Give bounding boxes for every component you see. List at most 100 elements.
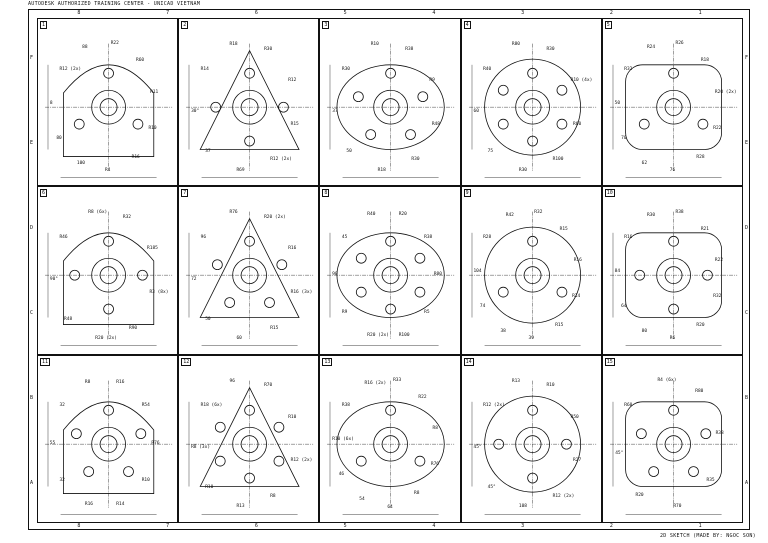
dimension-label: R20 (2x) <box>714 89 737 95</box>
dimension-label: 45 <box>341 234 348 240</box>
sketch-15 <box>609 380 737 515</box>
dimension-label: R3 (8x) <box>149 290 169 296</box>
dimension-label: R32 <box>713 293 722 299</box>
dimension-label: R70 <box>673 504 682 509</box>
dimension-label: 62 <box>641 160 648 166</box>
dimension-label: 72 <box>191 276 197 282</box>
dimension-label: R22 <box>110 41 119 47</box>
sketch-1 <box>45 43 173 178</box>
sketch-3 <box>327 43 455 178</box>
dimension-label: R10 <box>370 42 379 48</box>
dimension-label: R15 <box>290 121 299 127</box>
dimension-label: R76 <box>430 462 439 468</box>
dimension-label: R12 (2x) <box>270 157 292 163</box>
drawing-number: 2 <box>181 21 189 29</box>
zone-number-7: 7 <box>166 523 170 529</box>
dimension-label: R13 <box>511 378 521 384</box>
dimension-label: R11 <box>150 89 159 95</box>
zone-letter-F: F <box>745 55 749 62</box>
sketch-9 <box>468 211 596 346</box>
dimension-label: R26 <box>675 41 684 47</box>
dimension-label: R54 <box>141 403 150 409</box>
dimension-label: R48 <box>431 121 440 127</box>
dimension-label: R80 <box>695 389 704 395</box>
dimension-label: R24 <box>646 44 656 50</box>
zone-number-2: 2 <box>609 10 613 16</box>
dimension-label: 96 <box>229 378 235 384</box>
dimension-label: R80 <box>511 42 521 48</box>
dimension-label: R8 <box>270 493 276 499</box>
dimension-label: 54 <box>359 497 365 503</box>
dimension-label: R48 <box>64 316 73 322</box>
dimension-label: R100 <box>552 157 564 163</box>
dimension-label: 90° <box>49 276 59 282</box>
dimension-label: 80 <box>641 329 648 335</box>
dimension-label: R14 <box>200 66 209 72</box>
dimension-label: R16 <box>288 246 297 252</box>
sheet-header: AUTODESK AUTHORIZED TRAINING CENTER - UN… <box>28 1 201 7</box>
dimension-label: R32 <box>624 66 633 72</box>
dimension-label: R18 <box>700 58 709 64</box>
sketch-5 <box>609 43 737 178</box>
dimension-label: R12 (2x) <box>290 458 313 464</box>
dimension-label: 46 <box>338 472 345 478</box>
dimension-label: R8 <box>84 379 91 385</box>
dimension-label: R20 <box>696 323 705 329</box>
dimension-label: R35 <box>706 478 715 484</box>
dimension-label: R28 <box>696 154 705 160</box>
dimension-label: R38 <box>341 403 350 409</box>
dimension-label: R10 <box>288 414 297 420</box>
dimension-label: R18 <box>377 167 386 173</box>
dimension-label: R30 <box>411 157 420 163</box>
dimension-label: R76 <box>229 210 238 216</box>
dimension-label: R14 <box>116 501 125 507</box>
dimension-label: 96 <box>200 234 207 240</box>
dimension-label: 84 <box>614 268 621 274</box>
zone-number-4: 4 <box>432 10 436 16</box>
dimension-label: R16 <box>624 234 633 240</box>
zone-number-8: 8 <box>77 10 81 16</box>
dimension-label: R30 <box>646 212 656 218</box>
sketch-7 <box>186 211 314 346</box>
dimension-label: R40 <box>367 211 376 217</box>
dimension-label: R6 <box>669 336 676 342</box>
dimension-label: R16 (2x) <box>364 381 387 387</box>
dimension-label: R40 <box>483 66 492 72</box>
dimension-label: 45° <box>615 450 624 456</box>
dimension-label: 64 <box>387 504 393 510</box>
dimension-label: R27 <box>573 458 582 464</box>
sketch-8 <box>327 211 455 346</box>
dimension-label: 64 <box>621 303 627 309</box>
dimension-label: R22 <box>418 394 427 400</box>
zone-number-3: 3 <box>521 10 525 16</box>
drawing-number: 9 <box>463 189 471 198</box>
dimension-label: R69 <box>236 167 245 173</box>
dimension-label: R21 <box>700 226 709 232</box>
dimension-label: R30 <box>264 46 273 52</box>
dimension-label: R38 <box>715 430 724 436</box>
dimension-label: R76 <box>151 440 160 446</box>
dimension-label: 60 <box>236 336 242 342</box>
dimension-label: R30 <box>518 167 528 173</box>
drawing-number: 6 <box>40 189 48 198</box>
dimension-label: 70 <box>621 135 627 141</box>
drawing-number: 4 <box>463 21 471 29</box>
dimension-label: R38 <box>675 209 684 215</box>
dimension-label: 55 <box>49 440 56 446</box>
zone-letter-E: E <box>745 140 749 147</box>
zone-number-1: 1 <box>698 10 702 16</box>
dimension-label: R60 <box>624 403 633 409</box>
dimension-label: R12 <box>288 78 297 84</box>
dimension-label: R185 <box>147 246 158 252</box>
dimension-label: 88 <box>82 44 88 50</box>
drawing-number: 14 <box>463 357 474 366</box>
dimension-label: R16 <box>573 258 582 263</box>
dimension-label: R16 (3x) <box>290 290 313 296</box>
drawing-number: 8 <box>322 189 330 198</box>
dimension-label: R46 <box>59 234 68 240</box>
